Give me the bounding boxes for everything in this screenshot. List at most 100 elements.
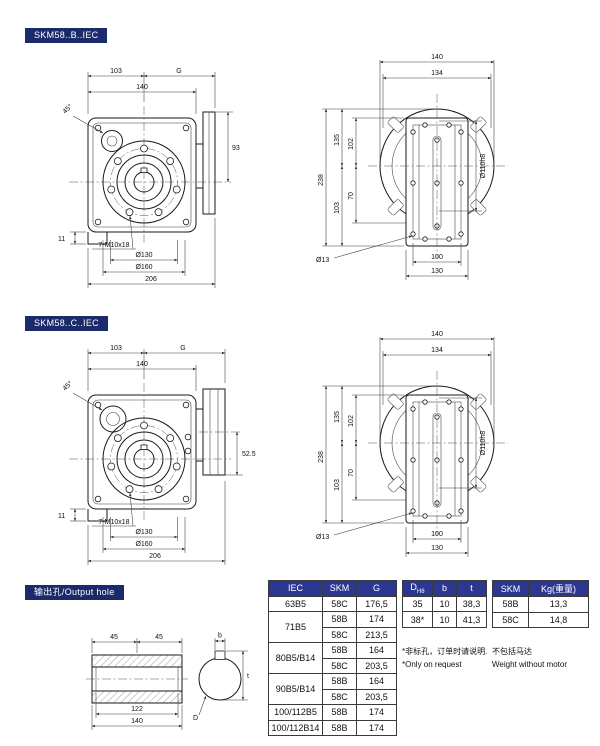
dim-134: 134 (431, 70, 443, 77)
dim-135: 135 (334, 411, 341, 423)
dim-bolt-circle: Ø130 (135, 529, 152, 536)
dim-pilot-dia: Ø110h8 (480, 431, 487, 455)
table-header-row: SKM Kg(重量) (492, 580, 589, 597)
dim-102: 102 (348, 415, 355, 427)
input-shaft-boss (99, 405, 127, 433)
dimensions: 140 134 238 135 102 103 70 Ø110h8 Ø13 (316, 331, 495, 557)
dim-130: 130 (431, 268, 443, 275)
bore-note-cn: *非标孔，订单时请说明. (402, 647, 488, 656)
col-header-skm: SKM (322, 580, 357, 597)
centerlines (69, 106, 231, 244)
dim-flange-dia: Ø160 (135, 264, 152, 271)
section-label-output-hole: 输出孔/Output hole (25, 585, 124, 600)
dim-G: G (180, 345, 185, 352)
weight-note-cn: 不包括马达 (492, 647, 532, 656)
flange-bolt-holes (107, 421, 181, 494)
section-label-skm58c-iec: SKM58..C..IEC (25, 316, 108, 331)
col-header-g: G (356, 580, 397, 597)
dimensions: 103 G 140 93 45° 11 7-M10x18 Ø130 (58, 68, 240, 288)
skm58b-side-view-drawing: 140 134 238 135 102 103 70 Ø110h8 Ø13 (316, 54, 508, 280)
dim-238: 238 (318, 174, 325, 186)
flange-bolt-holes (107, 144, 181, 217)
dim-140: 140 (136, 361, 148, 368)
dim-G: G (176, 68, 181, 75)
dim-103: 103 (334, 479, 341, 491)
col-header-b: b (432, 580, 457, 597)
dim-hole-dia: Ø13 (316, 534, 329, 541)
hollow-shaft-section (86, 654, 188, 704)
output-flange-face-circles (102, 140, 186, 224)
output-hole-drawing: 45 45 122 140 b t D (86, 633, 249, 730)
section-label-skm58b-iec: SKM58..B..IEC (25, 28, 108, 43)
dim-45deg: 45° (61, 379, 74, 392)
dim-130: 130 (431, 545, 443, 552)
weight-table-note: 不包括马达 Weight without motor (492, 645, 592, 671)
dim-140: 140 (431, 54, 443, 61)
dim-pilot-dia: Ø110h8 (480, 154, 487, 178)
output-flange-face-circles (102, 417, 186, 501)
dim-100: 100 (431, 531, 443, 538)
dim-11: 11 (58, 236, 65, 243)
input-shaft-boss (101, 130, 123, 152)
dim-135: 135 (334, 134, 341, 146)
dim-bolt-callout: 7-M10x18 (98, 242, 129, 249)
bore-end-view (198, 650, 242, 701)
centerlines (368, 94, 508, 258)
bore-table-note: *非标孔，订单时请说明. *Only on request (402, 645, 497, 671)
dim-keyway-width-b: b (218, 633, 222, 640)
corner-screws (94, 401, 192, 503)
weight-note-en: Weight without motor (492, 660, 567, 669)
centerlines (69, 383, 231, 521)
dim-134: 134 (431, 347, 443, 354)
dim-45-right: 45 (155, 634, 163, 641)
col-header-iec: IEC (268, 580, 323, 597)
dim-bore-d: D (193, 715, 198, 722)
dim-140: 140 (136, 84, 148, 91)
dim-bolt-circle: Ø130 (135, 252, 152, 259)
dim-102: 102 (348, 138, 355, 150)
dim-122: 122 (131, 706, 143, 713)
skm58b-front-view-drawing: 103 G 140 93 45° 11 7-M10x18 Ø130 (58, 68, 240, 288)
body-bolts (410, 399, 464, 519)
bore-note-en: *Only on request (402, 660, 462, 669)
corner-screws (94, 124, 190, 226)
motor-flange-plate (196, 111, 216, 215)
body-bolts (410, 122, 464, 242)
dim-keyway-depth-t: t (247, 673, 249, 680)
dim-93: 93 (232, 145, 240, 152)
dim-100: 100 (431, 254, 443, 261)
gearbox-housing-outline (87, 394, 197, 522)
dim-70: 70 (348, 192, 355, 200)
table-header-row: DH8 b t (402, 580, 487, 597)
dimensions: 140 134 238 135 102 103 70 Ø110h8 Ø13 (316, 54, 495, 280)
dim-70: 70 (348, 469, 355, 477)
dim-103: 103 (334, 202, 341, 214)
dim-140: 140 (431, 331, 443, 338)
dim-11: 11 (58, 513, 65, 520)
dim-103: 103 (110, 68, 122, 75)
dim-hole-dia: Ø13 (316, 257, 329, 264)
dimensions: 103 G 140 52.5 45° 11 7-M10x18 Ø130 (58, 345, 256, 565)
col-header-t: t (456, 580, 487, 597)
dim-103: 103 (110, 345, 122, 352)
col-header-kg: Kg(重量) (528, 580, 589, 597)
dim-206: 206 (145, 276, 157, 283)
dim-flange-dia: Ø160 (135, 541, 152, 548)
motor-flange-plate (196, 388, 241, 476)
table-header-row: IEC SKM G (268, 580, 397, 597)
